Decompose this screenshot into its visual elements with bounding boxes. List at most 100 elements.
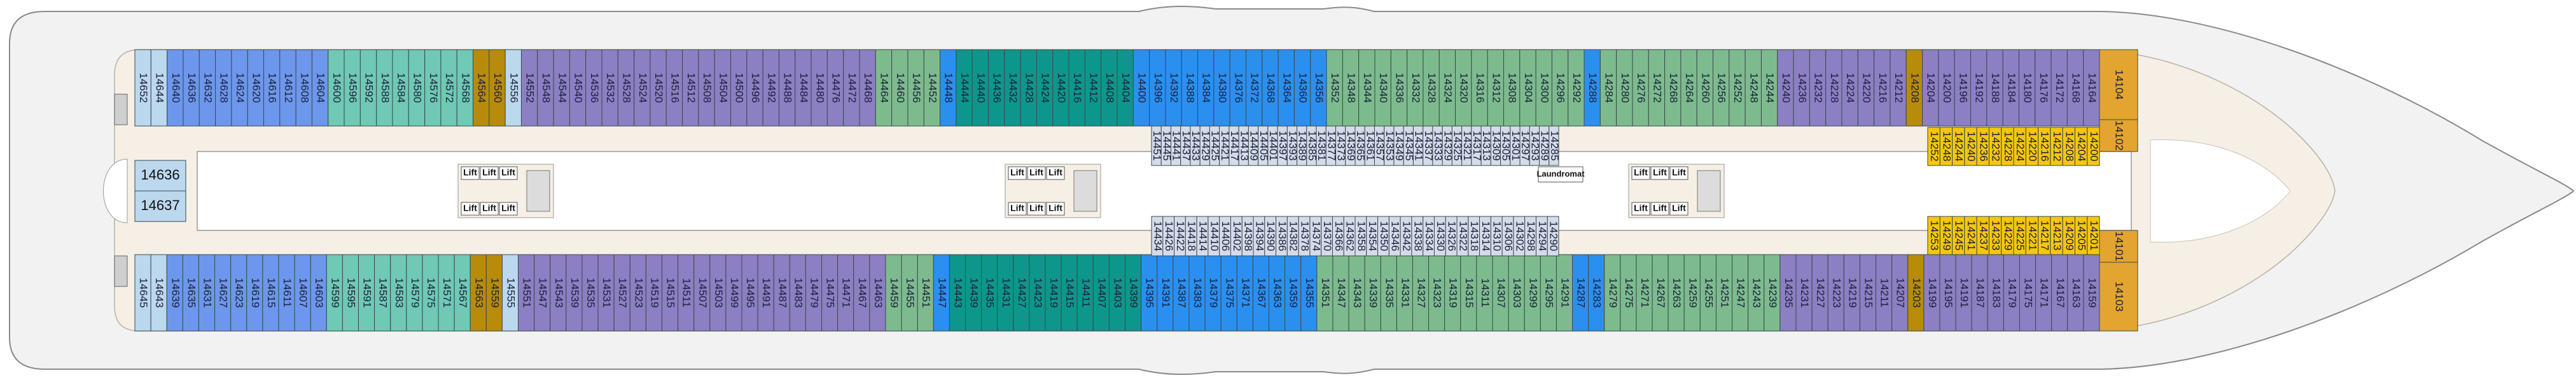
bow-suite-cabin[interactable] bbox=[2099, 119, 2138, 152]
bottom-outer-cabin[interactable] bbox=[1748, 254, 1765, 332]
lift[interactable] bbox=[461, 166, 480, 180]
top-outer-cabin[interactable] bbox=[569, 49, 587, 127]
bottom-outer-cabin[interactable] bbox=[741, 254, 758, 332]
bottom-outer-cabin[interactable] bbox=[1125, 254, 1142, 332]
top-outer-cabin[interactable] bbox=[907, 49, 924, 127]
bottom-outer-cabin[interactable] bbox=[1428, 254, 1445, 332]
top-outer-cabin[interactable] bbox=[746, 49, 763, 127]
top-outer-cabin[interactable] bbox=[2066, 49, 2084, 127]
bottom-outer-cabin[interactable] bbox=[1667, 254, 1685, 332]
top-outer-cabin[interactable] bbox=[1455, 49, 1472, 127]
bottom-outer-cabin[interactable] bbox=[1971, 254, 1988, 332]
bottom-outer-cabin[interactable] bbox=[2051, 254, 2068, 332]
bottom-outer-cabin[interactable] bbox=[1492, 254, 1509, 332]
top-outer-cabin[interactable] bbox=[1954, 49, 1972, 127]
top-outer-cabin[interactable] bbox=[1390, 49, 1408, 127]
bow-suite-cabin[interactable] bbox=[2099, 262, 2138, 332]
top-outer-cabin[interactable] bbox=[1905, 49, 1923, 127]
bottom-outer-cabin[interactable] bbox=[885, 254, 902, 332]
bottom-outer-cabin[interactable] bbox=[1380, 254, 1397, 332]
bottom-outer-cabin[interactable] bbox=[150, 254, 167, 332]
lift[interactable] bbox=[461, 202, 480, 216]
top-outer-cabin[interactable] bbox=[634, 49, 651, 127]
bottom-outer-cabin[interactable] bbox=[869, 254, 886, 332]
top-outer-cabin[interactable] bbox=[1793, 49, 1810, 127]
top-outer-cabin[interactable] bbox=[1487, 49, 1504, 127]
bottom-outer-cabin[interactable] bbox=[1588, 254, 1605, 332]
lift[interactable] bbox=[499, 166, 518, 180]
top-outer-cabin[interactable] bbox=[1713, 49, 1730, 127]
top-outer-cabin[interactable] bbox=[505, 49, 522, 127]
top-outer-cabin[interactable] bbox=[489, 49, 506, 127]
top-outer-cabin[interactable] bbox=[215, 49, 232, 127]
bottom-outer-cabin[interactable] bbox=[1108, 254, 1126, 332]
bottom-outer-cabin[interactable] bbox=[1188, 254, 1206, 332]
lift[interactable] bbox=[1027, 166, 1046, 180]
bottom-outer-cabin[interactable] bbox=[166, 254, 183, 332]
laundromat[interactable] bbox=[1538, 166, 1584, 183]
bottom-outer-cabin[interactable] bbox=[821, 254, 839, 332]
lift[interactable] bbox=[1046, 202, 1065, 216]
bottom-outer-cabin[interactable] bbox=[326, 254, 343, 332]
top-outer-cabin[interactable] bbox=[1132, 49, 1150, 127]
top-outer-cabin[interactable] bbox=[956, 49, 973, 127]
top-outer-cabin[interactable] bbox=[843, 49, 860, 127]
bottom-outer-cabin[interactable] bbox=[310, 254, 327, 332]
bottom-outer-cabin[interactable] bbox=[581, 254, 599, 332]
bow-suite-cabin[interactable] bbox=[2099, 230, 2138, 263]
bottom-outer-cabin[interactable] bbox=[1508, 254, 1525, 332]
top-outer-cabin[interactable] bbox=[1535, 49, 1552, 127]
bottom-outer-cabin[interactable] bbox=[901, 254, 918, 332]
top-outer-cabin[interactable] bbox=[198, 49, 216, 127]
bottom-outer-cabin[interactable] bbox=[566, 254, 583, 332]
bottom-outer-cabin[interactable] bbox=[1396, 254, 1413, 332]
top-outer-cabin[interactable] bbox=[923, 49, 941, 127]
bottom-outer-cabin[interactable] bbox=[997, 254, 1014, 332]
bottom-outer-cabin[interactable] bbox=[2019, 254, 2036, 332]
bottom-outer-cabin[interactable] bbox=[454, 254, 471, 332]
bottom-outer-cabin[interactable] bbox=[1811, 254, 1828, 332]
top-outer-cabin[interactable] bbox=[1084, 49, 1102, 127]
top-outer-cabin[interactable] bbox=[940, 49, 957, 127]
top-outer-cabin[interactable] bbox=[1857, 49, 1875, 127]
bottom-outer-cabin[interactable] bbox=[645, 254, 662, 332]
top-outer-cabin[interactable] bbox=[1568, 49, 1585, 127]
top-outer-cabin[interactable] bbox=[1213, 49, 1230, 127]
bottom-outer-cabin[interactable] bbox=[805, 254, 823, 332]
top-outer-cabin[interactable] bbox=[408, 49, 426, 127]
bottom-outer-cabin[interactable] bbox=[1683, 254, 1701, 332]
top-outer-cabin[interactable] bbox=[682, 49, 699, 127]
top-outer-cabin[interactable] bbox=[1326, 49, 1343, 127]
top-outer-cabin[interactable] bbox=[1648, 49, 1666, 127]
bottom-outer-cabin[interactable] bbox=[1252, 254, 1270, 332]
top-outer-cabin[interactable] bbox=[1809, 49, 1827, 127]
bottom-outer-cabin[interactable] bbox=[1157, 254, 1174, 332]
top-outer-cabin[interactable] bbox=[1890, 49, 1907, 127]
bottom-outer-cabin[interactable] bbox=[1204, 254, 1222, 332]
top-outer-cabin[interactable] bbox=[424, 49, 442, 127]
bottom-outer-cabin[interactable] bbox=[789, 254, 806, 332]
top-outer-cabin[interactable] bbox=[1760, 49, 1778, 127]
bottom-outer-cabin[interactable] bbox=[613, 254, 630, 332]
lift[interactable] bbox=[480, 166, 499, 180]
top-outer-cabin[interactable] bbox=[553, 49, 570, 127]
bottom-outer-cabin[interactable] bbox=[981, 254, 998, 332]
lift[interactable] bbox=[1631, 166, 1650, 180]
lift[interactable] bbox=[480, 202, 499, 216]
top-outer-cabin[interactable] bbox=[344, 49, 361, 127]
top-outer-cabin[interactable] bbox=[263, 49, 281, 127]
top-outer-cabin[interactable] bbox=[650, 49, 667, 127]
bottom-outer-cabin[interactable] bbox=[1045, 254, 1062, 332]
top-outer-cabin[interactable] bbox=[891, 49, 909, 127]
top-outer-cabin[interactable] bbox=[1664, 49, 1681, 127]
top-outer-cabin[interactable] bbox=[1052, 49, 1069, 127]
top-outer-cabin[interactable] bbox=[1874, 49, 1891, 127]
bottom-outer-cabin[interactable] bbox=[1029, 254, 1046, 332]
top-outer-cabin[interactable] bbox=[795, 49, 812, 127]
lift[interactable] bbox=[1008, 166, 1027, 180]
top-outer-cabin[interactable] bbox=[1696, 49, 1714, 127]
top-outer-cabin[interactable] bbox=[811, 49, 828, 127]
lift[interactable] bbox=[1631, 202, 1650, 216]
lift[interactable] bbox=[499, 202, 518, 216]
bottom-outer-cabin[interactable] bbox=[438, 254, 455, 332]
